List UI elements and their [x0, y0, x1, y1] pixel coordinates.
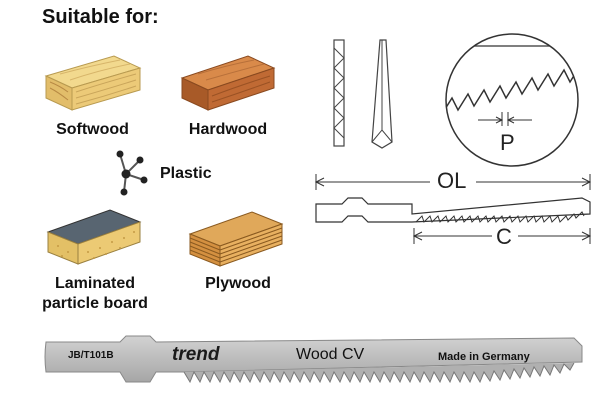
cutting-length-dimension [412, 228, 592, 244]
blade-origin: Made in Germany [438, 351, 530, 363]
overall-length-label: OL [437, 168, 467, 193]
laminated-label-line2: particle board [42, 295, 148, 312]
hardwood-icon [180, 55, 276, 111]
hardwood-label: Hardwood [188, 121, 268, 138]
blade-code: JB/T101B [68, 350, 114, 361]
blade-edge-profile-diagram [333, 39, 393, 149]
jigsaw-blade-image [44, 335, 583, 384]
trend-logo: trend [172, 344, 220, 365]
blade-outline-diagram [315, 197, 591, 223]
blade-name: Wood CV [296, 346, 365, 363]
softwood-label: Softwood [56, 121, 129, 138]
plywood-icon [188, 211, 284, 267]
plastic-molecule-icon [116, 150, 148, 196]
laminated-label-line1: Laminated [54, 275, 135, 292]
overall-length-dimension [314, 174, 592, 190]
laminated-board-icon [46, 209, 142, 265]
softwood-icon [44, 55, 142, 111]
pitch-label: P [500, 130, 515, 155]
plywood-label: Plywood [205, 275, 271, 292]
tooth-pitch-magnifier-diagram [445, 33, 579, 167]
cutting-length-label: C [496, 224, 512, 249]
suitable-for-heading: Suitable for: [42, 6, 159, 28]
plastic-label: Plastic [160, 165, 212, 182]
